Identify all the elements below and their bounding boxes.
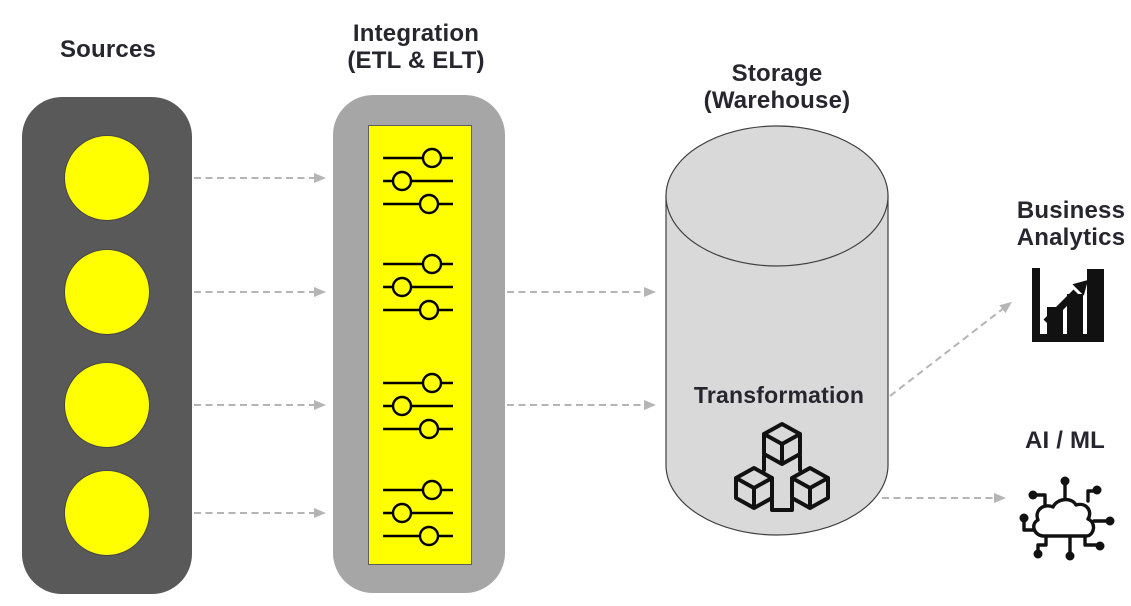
slider-group-icon (381, 147, 455, 215)
storage-title: Storage (Warehouse) (703, 60, 851, 115)
slider-group-icon (381, 479, 455, 547)
slider-group-icon (381, 253, 455, 321)
sources-title: Sources (8, 36, 208, 63)
sources-title-text: Sources (59, 36, 157, 63)
slider-group-icon (381, 372, 455, 440)
bar-chart-growth-icon (1032, 268, 1104, 342)
source-circle-icon (64, 362, 150, 448)
business-analytics-title: Business Analytics (1016, 197, 1126, 252)
cubes-icon (734, 422, 830, 512)
transformation-label: Transformation (693, 382, 865, 408)
cloud-network-icon (1019, 476, 1115, 561)
integration-panel (333, 95, 505, 593)
integration-inner-panel (368, 125, 472, 565)
storage-cylinder (665, 125, 889, 536)
source-circle-icon (64, 135, 150, 221)
cylinder-body (665, 195, 889, 536)
sliders-icon (381, 147, 455, 547)
integration-title: Integration (ETL & ELT) (347, 20, 485, 75)
cloud-outline (1032, 497, 1096, 538)
sources-panel (22, 97, 192, 594)
arrow-storage-to-business-analytics (889, 301, 1012, 397)
ai-ml-title: AI / ML (1024, 427, 1106, 454)
source-circle-icon (64, 249, 150, 335)
source-circle-icon (64, 470, 150, 556)
cylinder-top (665, 125, 889, 267)
